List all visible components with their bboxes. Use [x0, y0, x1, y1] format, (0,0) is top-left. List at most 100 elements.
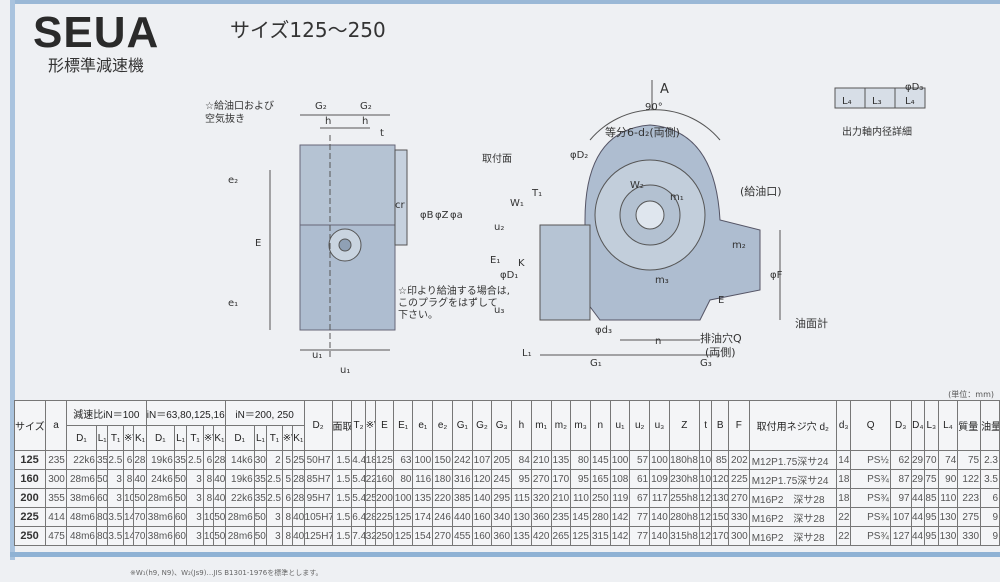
table-cell: 270 — [432, 526, 453, 546]
oil-gauge-label: 油面計 — [795, 317, 828, 330]
table-cell: 440 — [451, 507, 473, 527]
table-cell: 6 — [122, 450, 135, 470]
table-cell: 22 — [835, 526, 852, 546]
table-cell: 6.4 — [351, 507, 366, 527]
table-cell: 3 — [266, 526, 283, 546]
dim-L3: L₃ — [872, 96, 882, 107]
table-cell: 32 — [364, 526, 377, 546]
table-cell: 280h8 — [668, 507, 700, 527]
header-subcol: D₁ — [145, 425, 175, 451]
size-cell: 225 — [13, 507, 47, 527]
table-cell: 3 — [186, 488, 204, 508]
table-cell: 202 — [727, 450, 750, 470]
table-cell: 246 — [432, 507, 453, 527]
table-cell: 28m6 — [224, 507, 255, 527]
size-range: サイズ125～250 — [230, 18, 386, 42]
table-cell: 255h8 — [668, 488, 700, 508]
table-cell: 10 — [202, 526, 215, 546]
model-subtitle: 形標準減速機 — [48, 56, 145, 75]
table-cell: 29 — [910, 450, 926, 470]
header-col: 面取り r — [331, 400, 353, 451]
table-cell: 3 — [107, 488, 124, 508]
table-cell: 22 — [364, 469, 377, 489]
table-cell: 80 — [95, 507, 109, 527]
table-cell: 275 — [957, 507, 982, 527]
dim-u3: u₃ — [494, 305, 505, 316]
header-subcol: T₁ — [266, 425, 283, 451]
table-cell: 130 — [937, 507, 959, 527]
table-cell: 225 — [375, 507, 394, 527]
table-cell: 107 — [889, 507, 912, 527]
dim-D3: φD₃ — [905, 82, 924, 93]
dim-t: t — [380, 128, 384, 139]
table-cell: 3.5 — [980, 469, 1000, 489]
dim-u1-a: u₁ — [312, 350, 323, 361]
table-cell: 44 — [910, 526, 926, 546]
table-cell: 85 — [711, 450, 729, 470]
header-col: L₃ — [924, 400, 939, 451]
header-subcol: D₁ — [224, 425, 255, 451]
table-cell: 97 — [889, 488, 912, 508]
header-subcol: L₁ — [95, 425, 109, 451]
table-cell: 414 — [45, 507, 67, 527]
table-cell: 3 — [186, 507, 204, 527]
table-cell: 44 — [910, 507, 926, 527]
header-col: Q — [850, 400, 891, 451]
header-col: L₄ — [937, 400, 959, 451]
table-cell: 50 — [173, 488, 188, 508]
table-cell: 50 — [213, 526, 226, 546]
unit-label: (単位：mm) — [948, 390, 994, 399]
size-cell: 250 — [13, 526, 47, 546]
table-cell: 160 — [471, 507, 493, 527]
dim-cr: cr — [395, 200, 405, 211]
table-cell: 5.4 — [351, 469, 366, 489]
table-cell: 205 — [491, 450, 513, 470]
table-cell: 250 — [589, 488, 611, 508]
table-cell: 270 — [727, 488, 750, 508]
table-cell: 119 — [609, 488, 631, 508]
header-ratio-group: iN＝200, 250 — [224, 400, 305, 426]
dim-E: E — [255, 238, 262, 249]
header-col: G₂ — [471, 400, 493, 451]
oil-port-label: (給油口) — [740, 185, 782, 198]
table-cell: 109 — [649, 469, 670, 489]
table-cell: M12P1.75深サ24 — [748, 469, 837, 489]
header-subcol: ※W₁ — [281, 425, 294, 451]
table-cell: 77 — [629, 507, 651, 527]
table-cell: 3 — [186, 526, 204, 546]
table-cell: 80 — [570, 450, 591, 470]
table-cell: 25 — [292, 450, 305, 470]
table-cell: 12 — [698, 526, 713, 546]
table-cell: 145 — [589, 450, 611, 470]
table-cell: 24k6 — [145, 469, 175, 489]
header-col: F — [727, 400, 750, 451]
table-cell: 35 — [95, 450, 109, 470]
table-cell: 6 — [281, 488, 294, 508]
table-cell: 385 — [451, 488, 473, 508]
table-cell: 50 — [95, 469, 109, 489]
dim-D1: φD₁ — [500, 270, 519, 281]
mount-face-label: 取付面 — [482, 154, 512, 165]
table-cell: 115 — [511, 488, 532, 508]
table-cell: 38m6 — [65, 488, 97, 508]
plug-note-3: 下さい。 — [398, 310, 438, 321]
table-cell: 12 — [698, 507, 713, 527]
table-cell: 140 — [471, 488, 493, 508]
table-cell: 108 — [609, 469, 631, 489]
table-cell: 87 — [889, 469, 912, 489]
header-subcol: T₁ — [107, 425, 124, 451]
table-cell: 50 — [253, 526, 268, 546]
table-cell: 2.5 — [186, 450, 204, 470]
header-col: e₂ — [432, 400, 453, 451]
table-cell: 35 — [253, 469, 268, 489]
table-cell: 220 — [432, 488, 453, 508]
table-cell: 28 — [213, 450, 226, 470]
table-cell: 125 — [375, 450, 394, 470]
header-subcol: L₁ — [253, 425, 268, 451]
air-vent-label: 空気抜き — [205, 114, 245, 125]
table-cell: 360 — [530, 507, 552, 527]
table-cell: 84 — [511, 450, 532, 470]
table-cell: 300 — [45, 469, 67, 489]
table-cell: PS¾ — [850, 469, 891, 489]
